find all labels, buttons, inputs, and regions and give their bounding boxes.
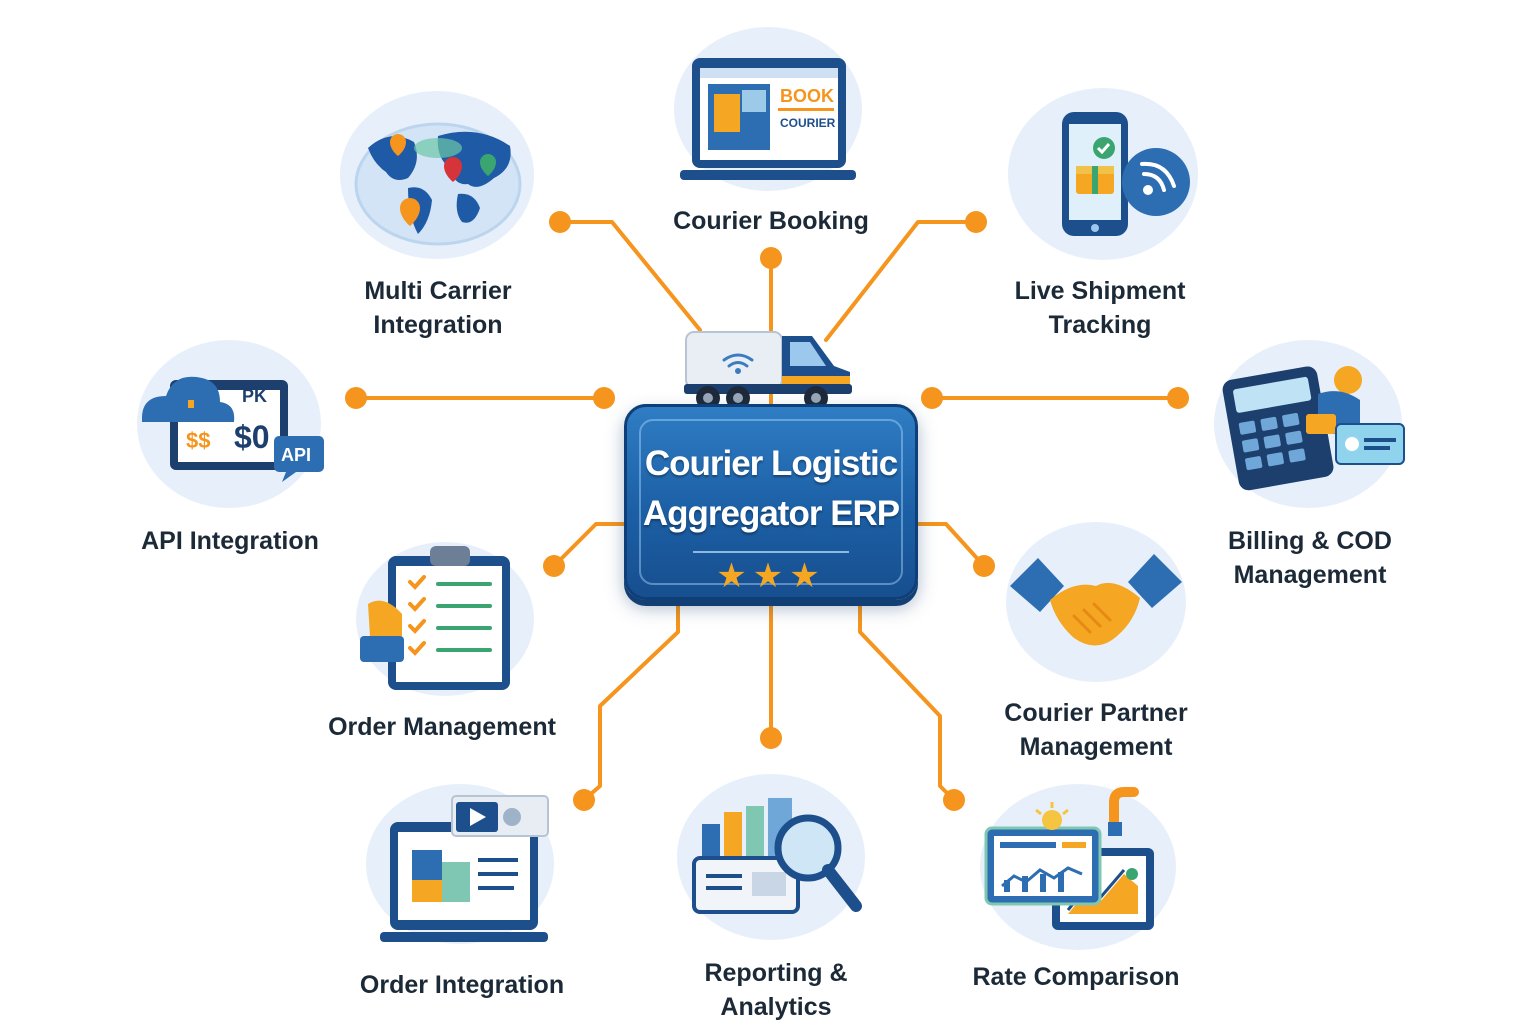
svg-text:$$: $$: [186, 428, 210, 453]
svg-text:$0: $0: [234, 419, 270, 455]
endpoint-dot: [543, 555, 565, 577]
module-label-api-integration: API Integration: [141, 527, 319, 555]
endpoint-dot: [921, 387, 943, 409]
calculator-card-icon[interactable]: [1210, 338, 1406, 510]
connector-order-integration: [582, 598, 680, 802]
connector-live-tracking: [824, 220, 978, 342]
handshake-icon[interactable]: [1004, 520, 1188, 684]
module-label-reporting-analytics: Reporting & Analytics: [704, 959, 848, 1021]
endpoint-dot: [965, 211, 987, 233]
svg-text:BOOK: BOOK: [780, 86, 834, 106]
connector-multi-carrier: [558, 220, 702, 332]
cloud-api-icon[interactable]: PK $$ $0 API: [132, 338, 326, 510]
module-label-live-tracking: Live Shipment Tracking: [1014, 277, 1186, 339]
svg-text:API: API: [281, 445, 311, 465]
module-label-order-management: Order Management: [328, 713, 556, 741]
dashboard-compare-icon[interactable]: [978, 782, 1178, 952]
clipboard-checklist-icon[interactable]: [354, 540, 536, 698]
svg-text:COURIER: COURIER: [780, 116, 836, 130]
hub-inner-border: [639, 419, 903, 585]
endpoint-dot: [760, 247, 782, 269]
module-label-multi-carrier: Multi Carrier Integration: [364, 277, 512, 339]
endpoint-dot: [593, 387, 615, 409]
globe-map-pins-icon[interactable]: [338, 88, 536, 262]
laptop-integration-icon[interactable]: [362, 782, 558, 946]
module-label-partner-management: Courier Partner Management: [1004, 699, 1188, 761]
endpoint-dot: [573, 789, 595, 811]
endpoint-dot: [345, 387, 367, 409]
module-label-billing-cod: Billing & COD Management: [1228, 527, 1392, 589]
connector-rate-comparison: [858, 598, 956, 802]
chart-magnifier-icon[interactable]: [674, 772, 868, 942]
hub-divider: [693, 551, 849, 553]
hub-rating-stars: ★★★: [716, 557, 826, 595]
connector-order-management: [552, 522, 626, 568]
endpoint-dot: [1167, 387, 1189, 409]
svg-text:PK: PK: [242, 386, 267, 406]
laptop-booking-icon[interactable]: BOOK COURIER: [672, 24, 864, 194]
phone-tracking-icon[interactable]: [1006, 86, 1200, 262]
connector-endpoints: [345, 211, 1189, 811]
module-label-order-integration: Order Integration: [359, 971, 565, 999]
endpoint-dot: [549, 211, 571, 233]
endpoint-dot: [760, 727, 782, 749]
connector-partner-management: [916, 522, 986, 568]
module-label-rate-comparison: Rate Comparison: [972, 963, 1180, 991]
hub-title: Courier Logistic Aggregator ERP: [642, 444, 900, 533]
endpoint-dot: [973, 555, 995, 577]
central-hub: Courier Logistic Aggregator ERP ★★★: [624, 404, 918, 600]
endpoint-dot: [943, 789, 965, 811]
delivery-truck-icon: [684, 331, 852, 410]
module-label-courier-booking: Courier Booking: [673, 207, 869, 235]
